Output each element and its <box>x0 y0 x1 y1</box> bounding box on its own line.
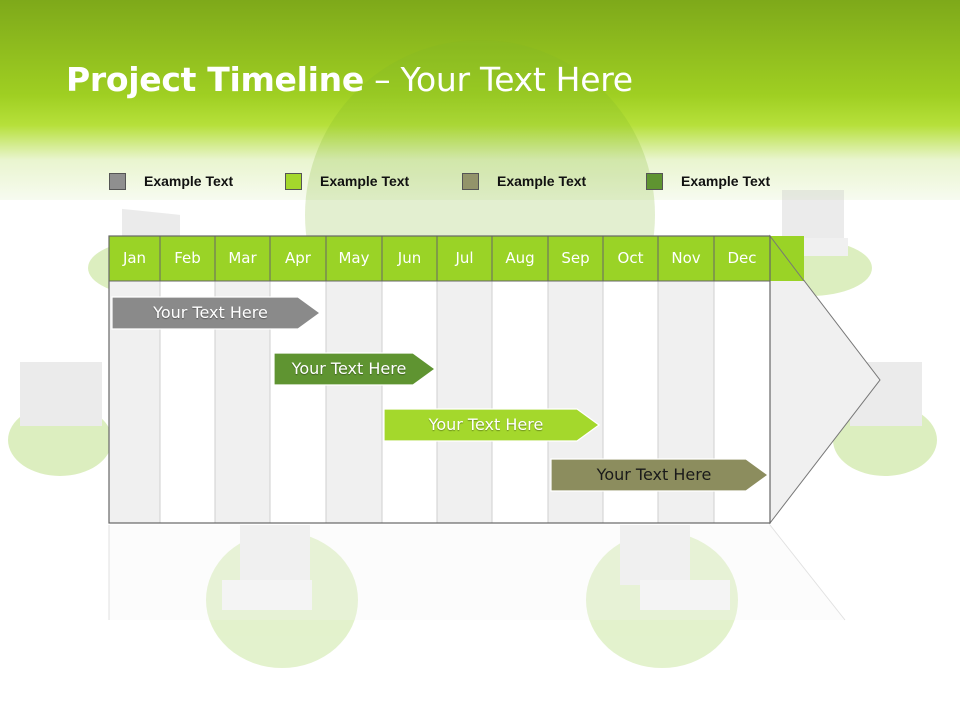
legend-label: Example Text <box>320 173 410 189</box>
timeline-reflection <box>108 524 846 621</box>
title-subtitle: – Your Text Here <box>363 60 633 99</box>
legend-swatch <box>109 172 126 190</box>
task-arrow[interactable] <box>383 408 601 442</box>
month-label: Jan <box>122 249 147 267</box>
task-arrow[interactable] <box>550 458 770 492</box>
title-bold: Project Timeline <box>66 60 364 99</box>
month-column <box>381 280 438 524</box>
legend-item-3: Example Text <box>462 171 586 191</box>
task-arrow[interactable] <box>111 296 322 330</box>
legend-label: Example Text <box>681 173 771 189</box>
slide-title: Project Timeline – Your Text Here <box>66 60 633 99</box>
month-label: Aug <box>505 249 535 267</box>
month-header-cell <box>325 235 383 282</box>
laptop-pad-bottom-left-icon <box>206 525 358 668</box>
month-label: Oct <box>617 249 644 267</box>
slide-header-band <box>0 0 960 200</box>
task-label[interactable]: Your Text Here <box>153 303 268 322</box>
legend-item-4: Example Text <box>646 171 770 191</box>
month-label: Sep <box>561 249 590 267</box>
month-column <box>325 280 383 524</box>
month-column <box>491 280 549 524</box>
month-label: Nov <box>671 249 701 267</box>
laptop-pad-left-icon <box>8 362 112 476</box>
legend-swatch <box>462 172 479 190</box>
month-label: May <box>338 249 370 267</box>
task-label[interactable]: Your Text Here <box>596 465 712 484</box>
legend-item-1: Example Text <box>109 171 233 191</box>
month-label: Jul <box>455 249 474 267</box>
month-header-cell <box>547 235 604 282</box>
laptop-pad-bottom-right-icon <box>586 525 738 668</box>
month-label: Apr <box>285 249 311 267</box>
month-label: Mar <box>228 249 257 267</box>
month-label: Feb <box>174 249 201 267</box>
legend-swatch <box>646 172 663 190</box>
month-label: Dec <box>727 249 757 267</box>
legend-swatch <box>285 172 302 190</box>
task-label[interactable]: Your Text Here <box>291 359 407 378</box>
month-label: Jun <box>397 249 422 267</box>
legend-item-2: Example Text <box>285 171 409 191</box>
task-label[interactable]: Your Text Here <box>428 415 544 434</box>
month-header-cell <box>214 235 271 282</box>
month-header-cell <box>713 235 771 282</box>
month-column <box>436 280 493 524</box>
legend-label: Example Text <box>497 173 587 189</box>
legend-label: Example Text <box>144 173 234 189</box>
month-header-cell <box>436 235 493 282</box>
timeline-frame <box>108 235 771 524</box>
task-arrow[interactable] <box>273 352 437 386</box>
month-header-cell <box>491 235 549 282</box>
month-header-cell <box>381 235 438 282</box>
